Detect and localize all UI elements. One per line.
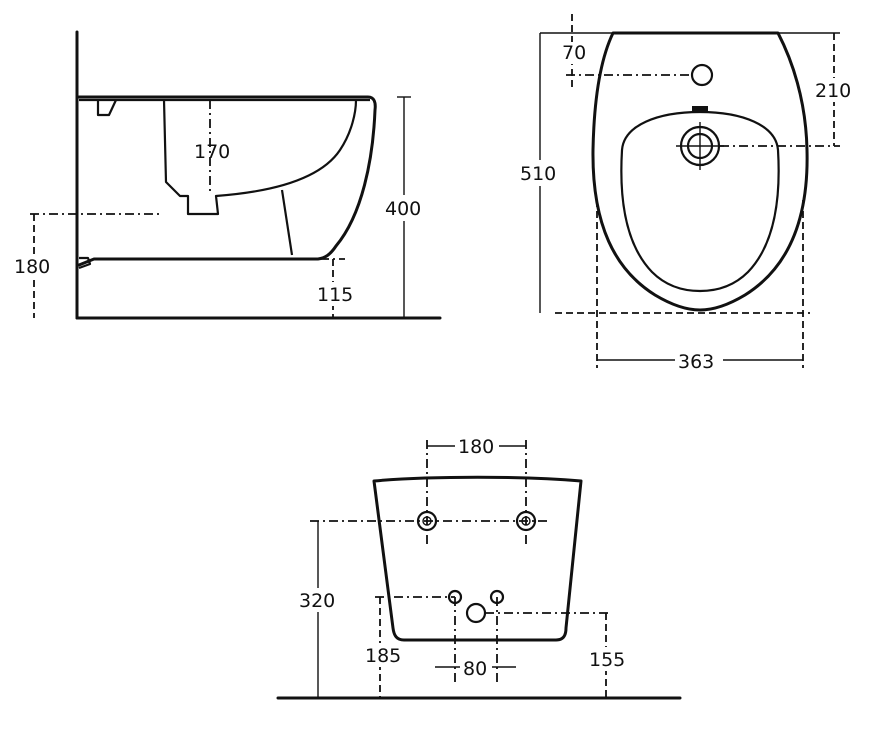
side-400-label: 400 (385, 198, 421, 220)
side-115-label: 115 (317, 284, 353, 306)
side-outlet (78, 256, 92, 270)
top-outer-outline (591, 31, 809, 312)
top-overflow-slot (692, 106, 708, 111)
side-bowl-cavity (162, 99, 358, 216)
back-185-label: 185 (365, 645, 401, 667)
side-trap-line (280, 189, 294, 256)
top-view: 70 210 510 363 (518, 14, 858, 373)
side-body-outline (77, 95, 377, 267)
side-180-label: 180 (14, 256, 50, 278)
back-waste-outlet (465, 602, 487, 624)
top-210-label: 210 (815, 80, 851, 102)
back-180-label: 180 (458, 436, 494, 458)
side-bracket (96, 99, 117, 117)
back-320-label: 320 (299, 590, 335, 612)
top-510-label: 510 (520, 163, 556, 185)
back-155-label: 155 (589, 649, 625, 671)
top-363-label: 363 (678, 351, 714, 373)
side-view: 400 170 180 115 (12, 30, 442, 320)
side-170-label: 170 (194, 141, 230, 163)
top-70-label: 70 (562, 42, 586, 64)
back-view: 180 320 185 80 155 (276, 434, 682, 700)
back-80-label: 80 (463, 658, 487, 680)
top-bowl-outline (620, 110, 780, 293)
back-body-outline (372, 475, 583, 642)
top-tap-hole (690, 63, 714, 87)
